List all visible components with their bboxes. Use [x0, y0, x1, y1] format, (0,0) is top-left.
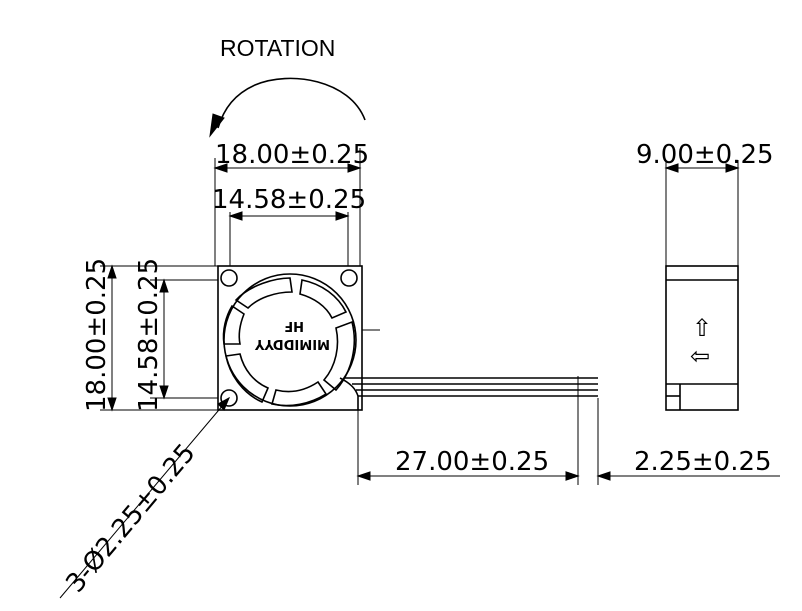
fan-front-view: MIMIDDYY HF [217, 265, 598, 411]
model-label: HF [284, 318, 304, 333]
dim-outer-height: 18.00±0.25 [82, 258, 222, 412]
fan-frame [217, 265, 363, 411]
dim-hole-spacing-width-label: 14.58±0.25 [212, 185, 366, 215]
dim-hole-spacing-height: 14.58±0.25 [134, 258, 218, 412]
mount-hole-bottom-left [220, 389, 238, 407]
dim-depth-label: 9.00±0.25 [636, 140, 774, 170]
fan-side-view: ⇧ ⇦ [665, 265, 739, 411]
rotation-arrow-icon: ⇦ [690, 342, 710, 370]
dim-hole-diameter: 3-Ø2.25±0.25 [59, 396, 231, 598]
dim-lead-strip-label: 2.25±0.25 [634, 447, 772, 477]
dim-outer-width-label: 18.00±0.25 [215, 140, 369, 170]
fan-blade [270, 380, 328, 407]
dim-hole-spacing-height-label: 14.58±0.25 [134, 258, 164, 412]
mount-hole-top-left [220, 269, 238, 287]
dim-lead-length-label: 27.00±0.25 [395, 447, 549, 477]
mount-hole-top-right [340, 269, 358, 287]
rotation-arrow [209, 77, 366, 138]
brand-label: MIMIDDYY [254, 336, 330, 351]
dim-lead-strip: 2.25±0.25 [560, 398, 780, 485]
fan-blade [299, 279, 348, 320]
dim-outer-width: 18.00±0.25 [213, 140, 369, 266]
dim-hole-spacing-width: 14.58±0.25 [212, 185, 366, 266]
airflow-arrow-icon: ⇧ [692, 314, 712, 342]
fan-blade [322, 320, 356, 392]
side-body [665, 265, 739, 411]
dim-lead-length: 27.00±0.25 [356, 398, 580, 485]
fan-blade [234, 277, 293, 310]
dim-depth: 9.00±0.25 [636, 140, 774, 266]
fan-blade [222, 304, 245, 345]
rotation-title: ROTATION [220, 35, 335, 61]
dim-outer-height-label: 18.00±0.25 [82, 258, 112, 412]
dim-hole-diameter-label: 3-Ø2.25±0.25 [60, 438, 201, 598]
fan-blade [225, 353, 270, 404]
